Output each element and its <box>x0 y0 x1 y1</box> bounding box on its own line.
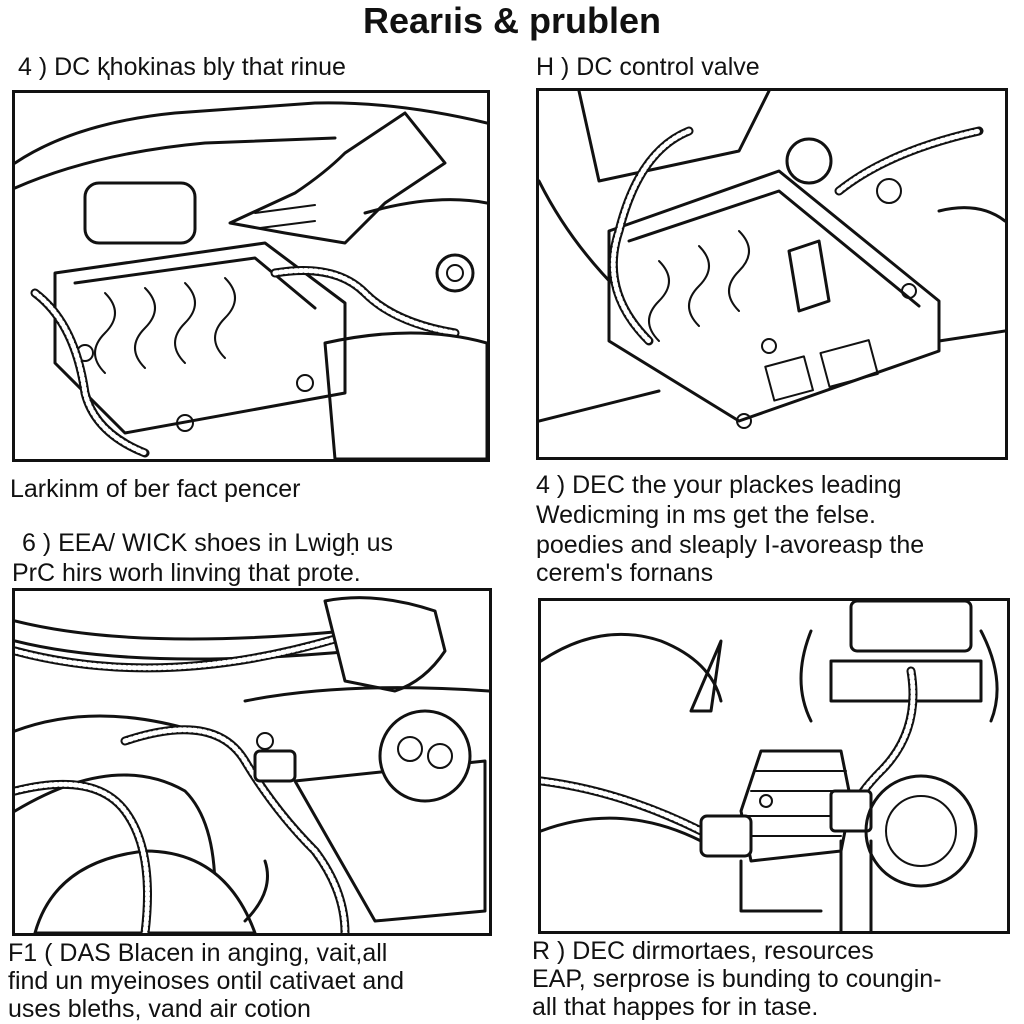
bottom-left-caption-line-1: F1 ( DAS Blacen in anging, vait,all <box>8 939 388 967</box>
panel-valve-closeup <box>538 598 1010 934</box>
panel-4-caption-line-4: cerem's fornans <box>536 559 714 587</box>
panel-control-valve <box>536 88 1008 460</box>
panel-2-caption: H ) DC control valve <box>536 53 760 81</box>
bottom-right-caption-line-1: R ) DEC dirmortaes, resources <box>532 937 874 965</box>
panel-4-caption-line-1: 4 ) DEC the your plackes leading <box>536 471 902 499</box>
panel-3-caption-line-2: PrC hirs worh linving that prote. <box>12 559 361 587</box>
panel-3-caption-line-1: 6 ) EEA/ WICK shoes in Lwigḥ us <box>22 529 393 557</box>
bottom-right-caption-line-2: EAP, serprose is bunding to coungin- <box>532 965 942 993</box>
page-title: Rearıis & prublen <box>362 0 662 41</box>
control-valve-illustration <box>539 91 1005 429</box>
panel-4-caption-line-2: Wedicming in ms get the felse. <box>536 501 876 529</box>
bottom-right-caption-line-3: all that happes for in tase. <box>532 993 819 1021</box>
panel-hose-routing <box>12 588 492 936</box>
panel-4-caption-line-3: poedies and sleaply Ⅰ-avoreasp the <box>536 531 925 559</box>
valve-closeup-illustration <box>541 601 999 931</box>
panel-engine-hand <box>12 90 490 462</box>
bottom-left-caption-line-3: uses bleths, vand air cotion <box>8 995 311 1023</box>
hose-routing-illustration <box>15 596 489 933</box>
bottom-left-caption-line-2: find un myeinoses ontil cativaet and <box>8 967 405 995</box>
panel-1-caption: 4 ) DC ⱪhokinas bly that rinue <box>18 53 346 81</box>
engine-hand-illustration <box>15 101 487 459</box>
panel-1-bottom-caption: Larkinm of ber fact pencer <box>10 475 301 503</box>
